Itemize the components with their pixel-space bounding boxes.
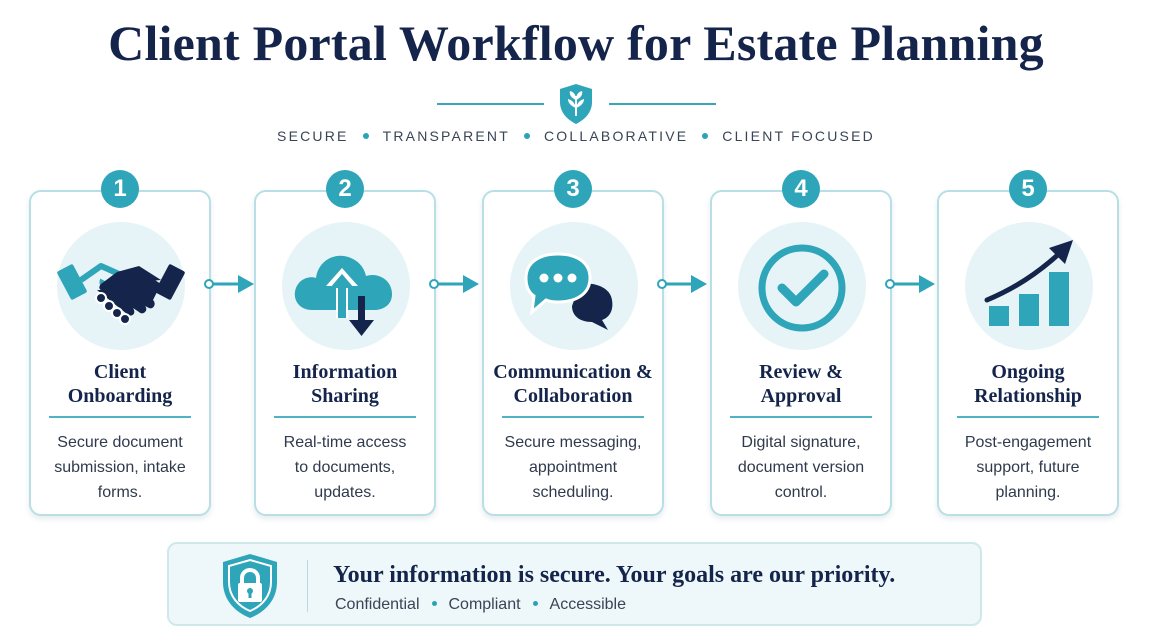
banner-tag: Accessible xyxy=(549,596,627,613)
tagline-item: TRANSPARENT xyxy=(382,128,510,144)
step-title: Review & Approval xyxy=(759,361,843,407)
banner-tag-dot xyxy=(431,601,437,606)
flow-arrow xyxy=(657,275,707,293)
flow-arrow xyxy=(885,275,935,293)
tagline-item: COLLABORATIVE xyxy=(544,128,689,144)
tagline-dot xyxy=(702,133,709,139)
step-title: Information Sharing xyxy=(292,361,398,407)
banner-tags: Confidential Compliant Accessible xyxy=(335,596,626,614)
tagline-dot xyxy=(524,133,530,139)
tagline-item: SECURE xyxy=(277,128,349,144)
banner-tag: Confidential xyxy=(335,596,420,613)
step-title: Ongoing Relationship xyxy=(974,361,1082,407)
flow-arrow xyxy=(429,275,479,293)
growth-chart-icon xyxy=(984,240,1073,326)
step-divider xyxy=(502,416,644,418)
step-title: Client Onboarding xyxy=(67,361,173,407)
step-description: Secure document submission, intake forms… xyxy=(54,434,186,501)
banner-tag: Compliant xyxy=(448,596,521,613)
step-number-badge: 4 xyxy=(782,170,820,208)
tagline-dot xyxy=(362,133,369,139)
page-title: Client Portal Workflow for Estate Planni… xyxy=(108,15,1044,71)
step-number-badge: 1 xyxy=(101,170,139,208)
step-number-badge: 3 xyxy=(554,170,592,208)
step-card-client-onboarding: Client Onboarding Secure document submis… xyxy=(29,190,211,516)
icon-circle xyxy=(57,222,185,350)
flow-arrow xyxy=(204,275,254,293)
step-divider xyxy=(730,416,872,418)
title-divider-left xyxy=(437,103,544,105)
step-card-review-approval: Review & Approval Digital signature, doc… xyxy=(710,190,892,516)
step-number-badge: 5 xyxy=(1009,170,1047,208)
step-description: Digital signature, document version cont… xyxy=(737,434,865,501)
step-description: Post-engagement support, future planning… xyxy=(964,434,1092,501)
banner-separator xyxy=(307,560,308,612)
handshake-icon xyxy=(57,263,185,325)
icon-circle xyxy=(282,222,410,350)
security-banner: Your information is secure. Your goals a… xyxy=(167,542,982,626)
cloud-transfer-icon xyxy=(294,255,392,336)
chat-bubbles-icon xyxy=(524,252,613,330)
banner-headline: Your information is secure. Your goals a… xyxy=(333,562,896,588)
checkmark-icon xyxy=(758,244,846,332)
step-title: Communication & Collaboration xyxy=(493,361,653,407)
step-card-ongoing-relationship: Ongoing Relationship Post-engagement sup… xyxy=(937,190,1119,516)
step-card-information-sharing: Information Sharing Real-time access to … xyxy=(254,190,436,516)
step-number-badge: 2 xyxy=(326,170,364,208)
step-divider xyxy=(957,416,1099,418)
step-card-communication-collaboration: Communication & Collaboration Secure mes… xyxy=(482,190,664,516)
step-divider xyxy=(274,416,416,418)
icon-circle xyxy=(738,222,866,350)
shield-leaf-icon xyxy=(560,84,592,124)
banner-tag-dot xyxy=(532,601,538,606)
step-description: Real-time access to documents, updates. xyxy=(283,434,407,501)
tagline-item: CLIENT FOCUSED xyxy=(722,128,875,144)
step-divider xyxy=(49,416,191,418)
icon-circle xyxy=(965,222,1093,350)
tagline: SECURE TRANSPARENT COLLABORATIVE CLIENT FOC… xyxy=(0,128,1152,144)
title-divider-right xyxy=(609,103,716,105)
icon-circle xyxy=(510,222,638,350)
step-description: Secure messaging, appointment scheduling… xyxy=(504,434,642,501)
shield-lock-icon xyxy=(223,554,277,618)
